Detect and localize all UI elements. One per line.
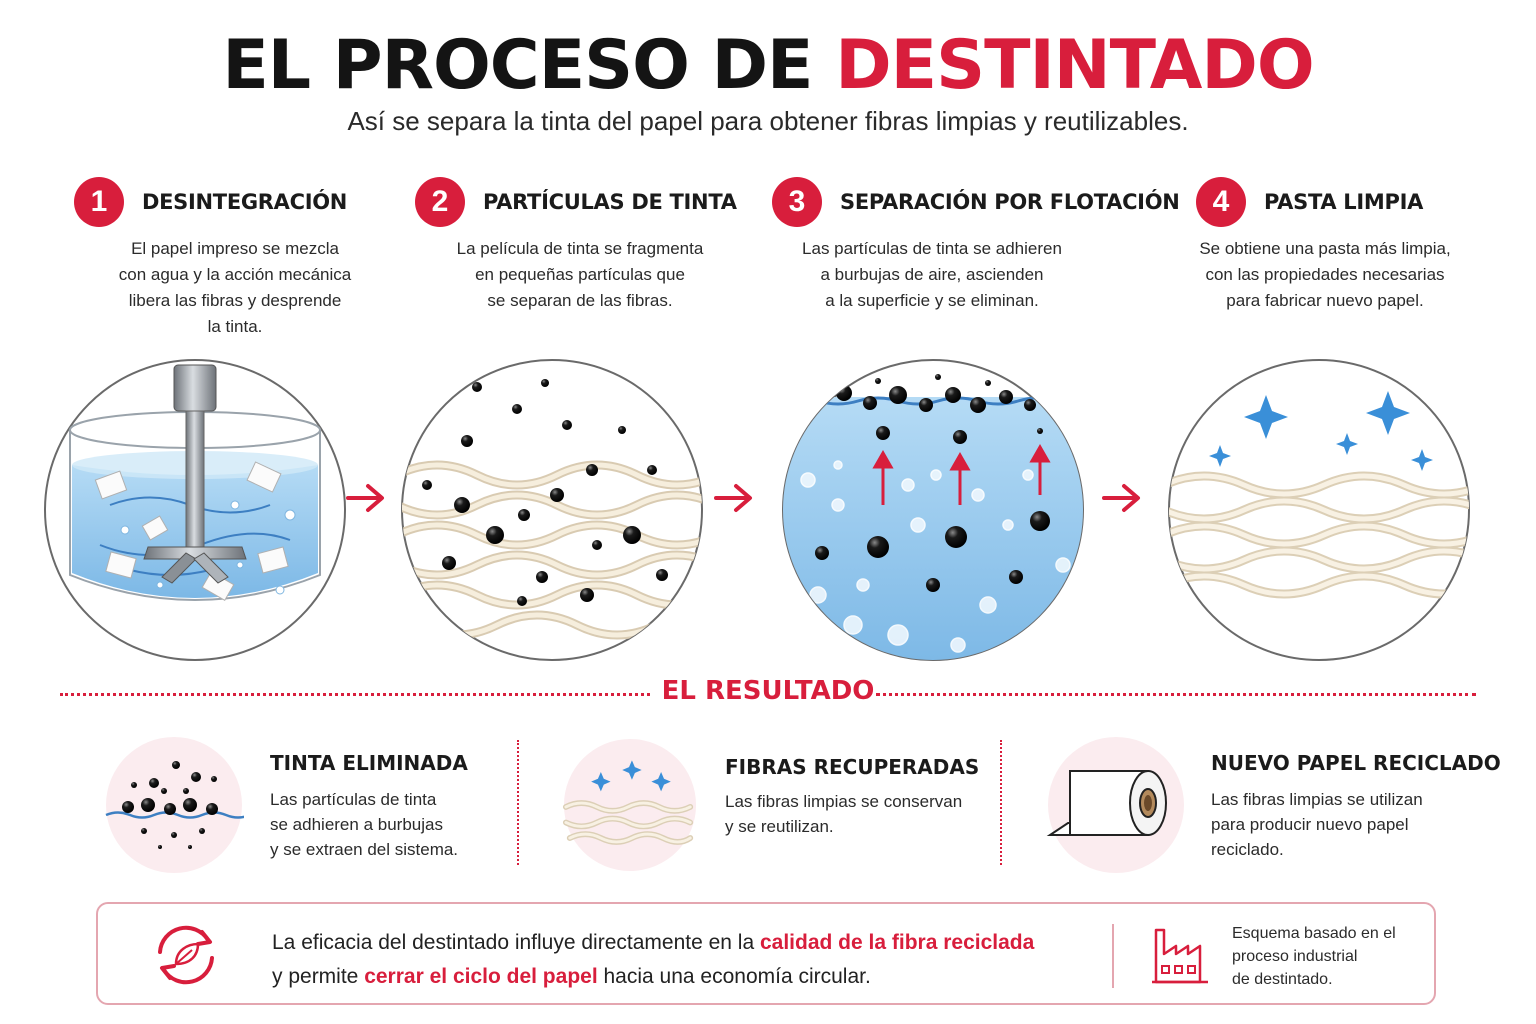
- step-3-number: 3: [772, 177, 822, 227]
- step-4: 4 PASTA LIMPIA Se obtiene una pasta más …: [1150, 176, 1500, 314]
- step-2: 2 PARTÍCULAS DE TINTA La película de tin…: [405, 176, 755, 314]
- result-heading-label: EL RESULTADO: [661, 676, 875, 706]
- result-item-new-paper-title: NUEVO PAPEL RECICLADO: [1211, 751, 1501, 775]
- footer-text-3: hacia una economía circular.: [597, 965, 871, 988]
- page-subtitle: Así se separa la tinta del papel para ob…: [347, 106, 1189, 136]
- footer-note: Esquema basado en el proceso industrial …: [1232, 925, 1396, 988]
- step-2-description: La película de tinta se fragmenta en peq…: [456, 239, 704, 310]
- step-3: 3 SEPARACIÓN POR FLOTACIÓN Las partícula…: [772, 176, 1180, 314]
- footer-message: La eficacia del destintado influye direc…: [272, 926, 1034, 994]
- recovered-fibers-icon: [562, 738, 697, 872]
- step-4-description: Se obtiene una pasta más limpia, con las…: [1199, 239, 1451, 310]
- page-title: EL PROCESO DE DESTINTADO: [0, 26, 1536, 105]
- arrow-right-icon: [1102, 484, 1140, 512]
- arrow-right-icon: [714, 484, 752, 512]
- footer-divider: [1112, 924, 1114, 988]
- footer-text-1: La eficacia del destintado influye direc…: [272, 931, 760, 954]
- result-item-ink-removed: TINTA ELIMINADA Las partículas de tinta …: [104, 735, 504, 873]
- result-item-ink-removed-description: Las partículas de tinta se adhieren a bu…: [270, 790, 459, 859]
- step-1-title: DESINTEGRACIÓN: [142, 190, 348, 214]
- result-item-new-paper-description: Las fibras limpias se utilizan para prod…: [1211, 790, 1423, 859]
- result-item-recovered-fibers: FIBRAS RECUPERADAS Las fibras limpias se…: [562, 735, 982, 872]
- footer-text-2: y permite: [272, 965, 365, 988]
- step-3-description: Las partículas de tinta se adhieren a bu…: [802, 239, 1062, 310]
- title-accent: DESTINTADO: [835, 26, 1314, 105]
- dotted-divider-right: [876, 693, 1476, 696]
- result-item-recovered-fibers-description: Las fibras limpias se conservan y se reu…: [725, 792, 963, 836]
- dotted-vertical-divider: [517, 740, 519, 865]
- arrow-right-icon: [346, 484, 384, 512]
- recycle-leaf-icon: [158, 925, 214, 985]
- flotation-bubbles-icon: [782, 359, 1084, 661]
- step-1-number: 1: [74, 177, 124, 227]
- step-1: 1 DESINTEGRACIÓN El papel impreso se mez…: [60, 176, 410, 340]
- pulper-tank-icon: [44, 359, 346, 661]
- result-item-ink-removed-title: TINTA ELIMINADA: [270, 751, 468, 775]
- step-2-number: 2: [415, 177, 465, 227]
- footer-highlight-fiber-quality: calidad de la fibra reciclada: [759, 931, 1035, 954]
- result-item-recovered-fibers-title: FIBRAS RECUPERADAS: [725, 755, 980, 779]
- dotted-vertical-divider: [1000, 740, 1002, 865]
- footer-highlight-close-cycle: cerrar el ciclo del papel: [364, 965, 598, 988]
- paper-roll-icon: [1046, 737, 1184, 873]
- step-1-description: El papel impreso se mezcla con agua y la…: [118, 239, 352, 336]
- clean-pulp-sparkle-icon: [1168, 359, 1470, 661]
- title-main: EL PROCESO DE: [222, 26, 813, 105]
- result-item-new-paper: NUEVO PAPEL RECICLADO Las fibras limpias…: [1046, 735, 1501, 873]
- factory-icon: [1152, 928, 1208, 984]
- ink-removed-icon: [105, 737, 244, 873]
- footer-panel: La eficacia del destintado influye direc…: [96, 902, 1436, 1005]
- step-4-number: 4: [1196, 177, 1246, 227]
- result-heading: EL RESULTADO: [60, 676, 1476, 712]
- dotted-divider-left: [60, 693, 650, 696]
- step-2-title: PARTÍCULAS DE TINTA: [483, 190, 737, 214]
- ink-particles-fibers-icon: [401, 359, 703, 661]
- step-3-title: SEPARACIÓN POR FLOTACIÓN: [840, 190, 1180, 214]
- step-4-title: PASTA LIMPIA: [1264, 190, 1424, 214]
